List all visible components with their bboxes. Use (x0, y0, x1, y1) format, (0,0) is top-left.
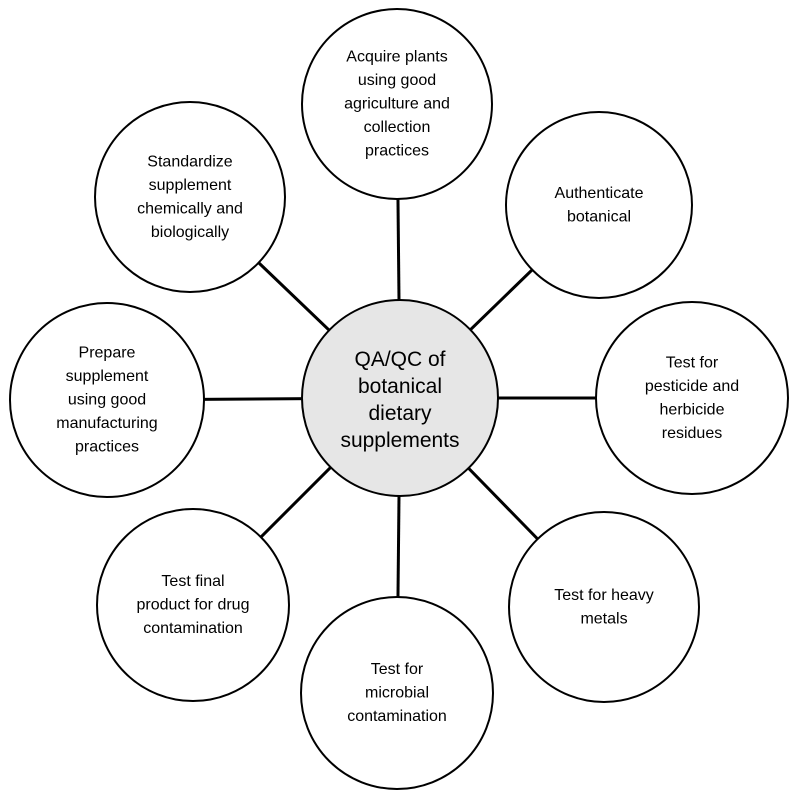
node-test-heavy-metals-label-line-1: Test for heavy (554, 587, 654, 604)
node-authenticate-botanical-label-line-2: botanical (567, 208, 631, 225)
node-test-final-product-label-line-1: Test final (161, 573, 224, 590)
node-test-microbial-label-line-3: contamination (347, 708, 447, 725)
center-hub-label-line-1: QA/QC of (354, 348, 445, 371)
hub-layer: QA/QC of botanical dietary supplements (301, 299, 499, 497)
node-standardize-supplement-circle (94, 101, 286, 293)
center-hub-label-line-4: supplements (340, 429, 459, 452)
nodes-layer: Acquire plants using good agriculture and c… (9, 8, 789, 790)
node-test-final-product-label-line-3: contamination (143, 620, 243, 637)
node-acquire-plants-label-line-4: collection (364, 119, 431, 136)
node-acquire-plants-label-line-3: agriculture and (344, 96, 450, 113)
node-prepare-supplement-label-line-5: practices (75, 439, 139, 456)
node-standardize-supplement-label-line-3: chemically and (137, 200, 243, 217)
node-standardize-supplement-label-line-4: biologically (151, 224, 229, 241)
node-prepare-supplement-label-line-2: supplement (66, 368, 149, 385)
node-prepare-supplement-label-line-3: using good (68, 392, 146, 409)
node-test-final-product-label-line-2: product for drug (137, 597, 250, 614)
node-test-pesticide-label-line-1: Test for (666, 354, 719, 371)
node-acquire-plants-label-line-5: practices (365, 143, 429, 160)
node-standardize-supplement: Standardize supplement chemically and biolo… (94, 101, 286, 293)
node-authenticate-botanical: Authenticate botanical (505, 111, 693, 299)
node-test-pesticide-label-line-4: residues (662, 425, 722, 442)
node-test-heavy-metals-circle (508, 511, 700, 703)
node-test-microbial-label-line-1: Test for (371, 661, 424, 678)
node-prepare-supplement-circle (9, 302, 205, 498)
center-hub-label-line-2: botanical (358, 375, 442, 398)
node-prepare-supplement-label-line-1: Prepare (79, 345, 136, 362)
node-test-final-product: Test final product for drug contamination (96, 508, 290, 702)
node-test-pesticide-label-line-2: pesticide and (645, 378, 739, 395)
node-acquire-plants-label-line-1: Acquire plants (346, 49, 447, 66)
node-test-pesticide-label-line-3: herbicide (660, 401, 725, 418)
node-acquire-plants-label-line-2: using good (358, 72, 436, 89)
node-test-microbial-label-line-2: microbial (365, 685, 429, 702)
center-hub: QA/QC of botanical dietary supplements (301, 299, 499, 497)
center-hub-circle (301, 299, 499, 497)
node-acquire-plants-circle (301, 8, 493, 200)
node-prepare-supplement-label-line-4: manufacturing (56, 415, 157, 432)
node-test-heavy-metals: Test for heavy metals (508, 511, 700, 703)
node-test-final-product-circle (96, 508, 290, 702)
node-authenticate-botanical-label-line-1: Authenticate (555, 185, 644, 202)
node-test-microbial: Test for microbial contamination (300, 596, 494, 790)
node-prepare-supplement: Prepare supplement using good manufacturing… (9, 302, 205, 498)
node-test-pesticide: Test for pesticide and herbicide residues (595, 301, 789, 495)
node-test-pesticide-circle (595, 301, 789, 495)
center-hub-label-line-3: dietary (368, 402, 432, 425)
node-authenticate-botanical-circle (505, 111, 693, 299)
node-test-microbial-circle (300, 596, 494, 790)
node-test-heavy-metals-label-line-2: metals (580, 610, 627, 627)
node-standardize-supplement-label-line-1: Standardize (147, 153, 232, 170)
node-acquire-plants: Acquire plants using good agriculture and c… (301, 8, 493, 200)
node-standardize-supplement-label-line-2: supplement (149, 177, 232, 194)
